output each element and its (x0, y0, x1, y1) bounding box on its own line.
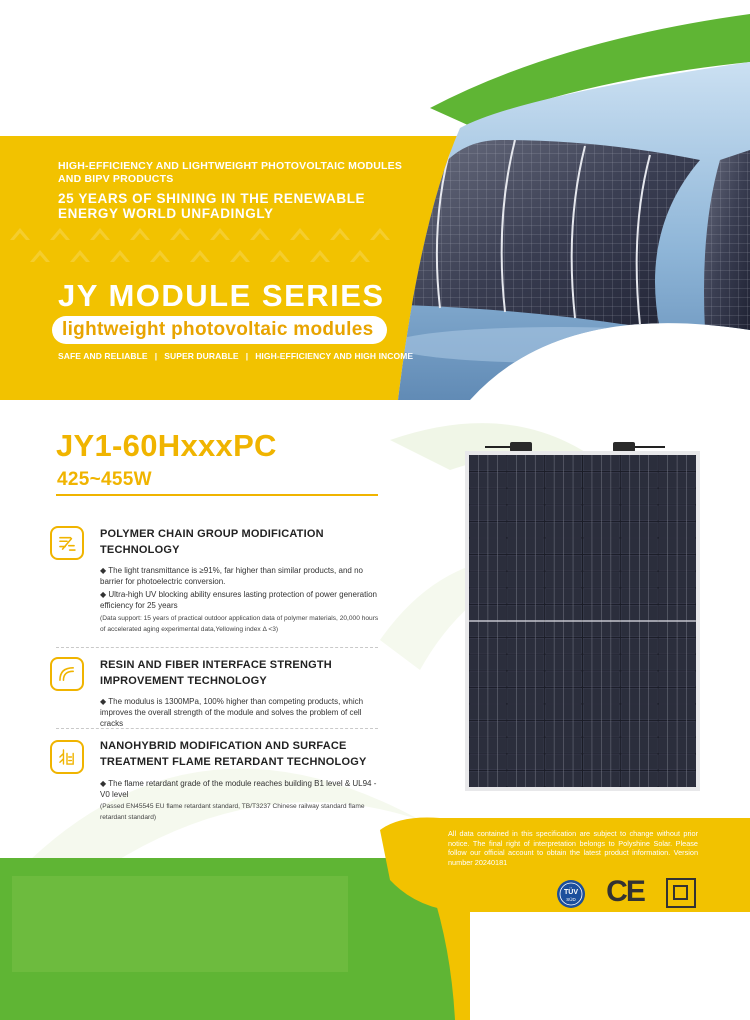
tech-bullet: ◆ Ultra-high UV blocking ability ensures… (100, 590, 377, 610)
subtitle-pill: lightweight photovoltaic modules (52, 316, 388, 344)
tech-title-line: TECHNOLOGY (100, 544, 180, 556)
layers-icon (50, 526, 84, 560)
resin-interface-icon (50, 657, 84, 691)
tagline-big-line1: 25 YEARS OF SHINING IN THE RENEWABLE (58, 191, 366, 206)
feature-safe: SAFE AND RELIABLE (58, 351, 148, 361)
green-block (12, 876, 348, 972)
tuv-certification-icon: TÜV SÜD (556, 879, 586, 909)
feature-separator: | (154, 351, 158, 361)
power-range: 425~455W (57, 469, 152, 490)
tech-title: NANOHYBRID MODIFICATION AND SURFACE TREA… (100, 738, 370, 770)
tech-title-line: IMPROVEMENT TECHNOLOGY (100, 675, 267, 687)
tech-title-line: NANOHYBRID MODIFICATION AND SURFACE (100, 740, 347, 752)
feature-separator: | (245, 351, 249, 361)
junction-box (613, 442, 635, 452)
dashed-divider (56, 647, 378, 648)
dashed-divider (56, 728, 378, 729)
divider (56, 494, 378, 496)
tech-title: RESIN AND FIBER INTERFACE STRENGTH IMPRO… (100, 657, 370, 689)
tuv-sub-label: SÜD (566, 896, 576, 902)
tagline-big-line2: ENERGY WORLD UNFADINGLY (58, 206, 274, 221)
model-name: JY1-60HxxxPC (56, 428, 277, 463)
series-title: JY MODULE SERIES (58, 278, 385, 313)
tech-bullet: ◆ The light transmittance is ≥91%, far h… (100, 566, 363, 586)
tech-title-line: POLYMER CHAIN GROUP MODIFICATION (100, 528, 324, 540)
tech-note: (Data support: 15 years of practical out… (100, 615, 379, 633)
tech-note: (Passed EN45545 EU flame retardant stand… (100, 803, 365, 821)
tech-title-line: RESIN AND FIBER INTERFACE STRENGTH (100, 659, 332, 671)
disclaimer: All data contained in this specification… (448, 829, 698, 867)
solar-panel-image (465, 442, 700, 791)
features-row: SAFE AND RELIABLE | SUPER DURABLE | HIGH-EFF… (58, 351, 413, 361)
tagline-big: 25 YEARS OF SHINING IN THE RENEWABLE ENE… (58, 191, 418, 221)
tech-bullet: ◆ The modulus is 1300MPa, 100% higher th… (100, 697, 364, 728)
feature-durable: SUPER DURABLE (164, 351, 239, 361)
tech-title: POLYMER CHAIN GROUP MODIFICATION TECHNOL… (100, 526, 370, 558)
junction-box (510, 442, 532, 452)
tech-bullet: ◆ The flame retardant grade of the modul… (100, 779, 377, 799)
tagline-small: HIGH-EFFICIENCY AND LIGHTWEIGHT PHOTOVOL… (58, 160, 403, 185)
ce-mark-icon: CE (606, 875, 646, 908)
double-insulation-icon (666, 878, 696, 908)
tech-title-line: TREATMENT FLAME RETARDANT TECHNOLOGY (100, 756, 367, 768)
feature-efficiency: HIGH-EFFICIENCY AND HIGH INCOME (255, 351, 414, 361)
tuv-label: TÜV (564, 887, 578, 896)
flame-retardant-icon (50, 740, 84, 774)
